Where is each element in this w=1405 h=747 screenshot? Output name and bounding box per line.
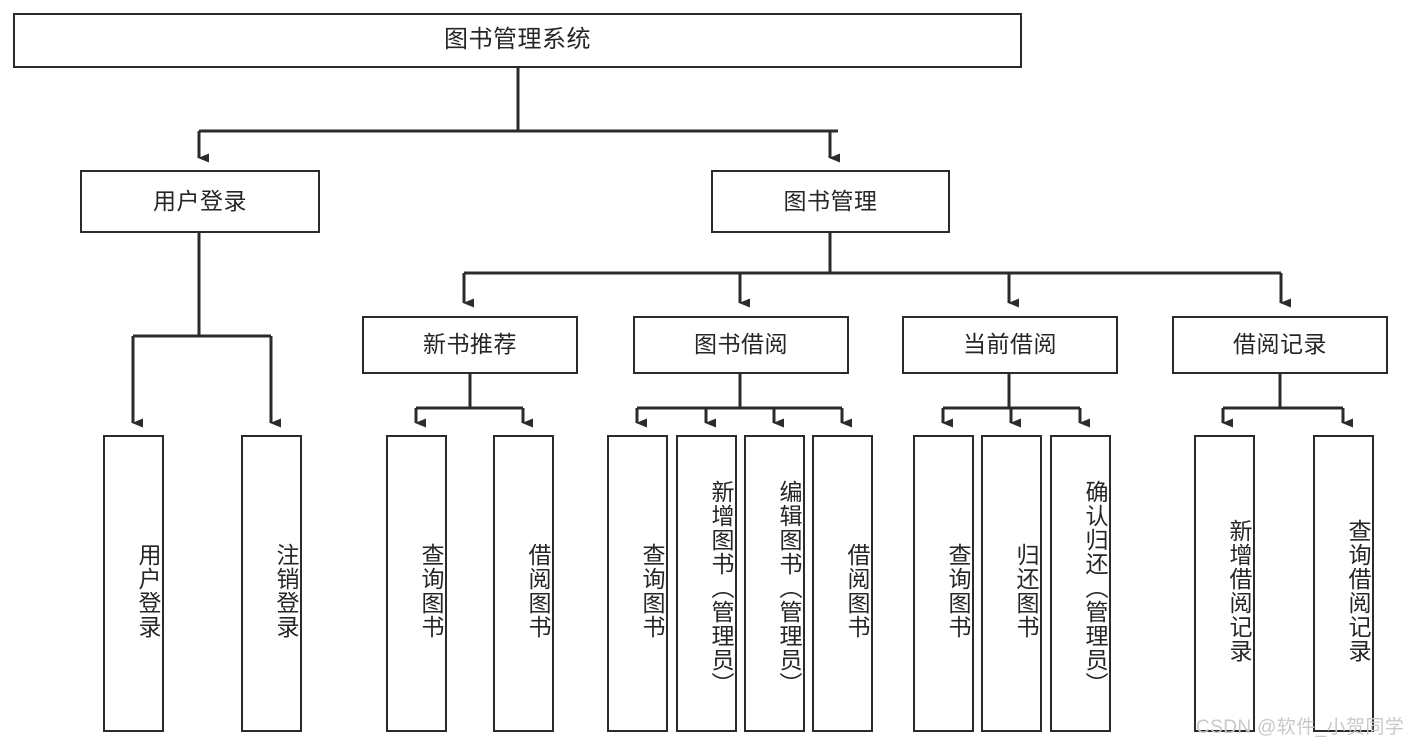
node-root-book-management-system[interactable]: 图书管理系统 xyxy=(13,13,1022,68)
node-label: 新增借阅记录 xyxy=(1226,518,1252,663)
leaf-user-login-login[interactable]: 用户登录 xyxy=(103,435,164,732)
node-new-book-recommend[interactable]: 新书推荐 xyxy=(362,316,578,374)
leaf-book-borrow-query-book[interactable]: 查询图书 xyxy=(607,435,668,732)
leaf-new-book-borrow-book[interactable]: 借阅图书 xyxy=(493,435,554,732)
node-label: 用户登录 xyxy=(153,187,247,214)
node-label: 图书借阅 xyxy=(694,331,788,358)
node-book-borrow[interactable]: 图书借阅 xyxy=(633,316,849,374)
leaf-book-borrow-borrow-book[interactable]: 借阅图书 xyxy=(812,435,873,732)
node-label: 借阅图书 xyxy=(844,542,870,639)
node-user-login[interactable]: 用户登录 xyxy=(80,170,320,233)
node-borrow-record[interactable]: 借阅记录 xyxy=(1172,316,1388,374)
node-label: 归还图书 xyxy=(1013,542,1039,639)
node-current-borrow[interactable]: 当前借阅 xyxy=(902,316,1118,374)
node-label: 当前借阅 xyxy=(963,331,1057,358)
node-label: 编辑图书（管理员） xyxy=(776,479,802,696)
leaf-user-login-logout[interactable]: 注销登录 xyxy=(241,435,302,732)
leaf-current-borrow-return-book[interactable]: 归还图书 xyxy=(981,435,1042,732)
leaf-borrow-record-add-record[interactable]: 新增借阅记录 xyxy=(1194,435,1255,732)
csdn-watermark: CSDN @软件_小贺同学 xyxy=(1196,717,1405,738)
node-label: 借阅记录 xyxy=(1233,331,1327,358)
leaf-borrow-record-query-record[interactable]: 查询借阅记录 xyxy=(1313,435,1374,732)
node-label: 查询借阅记录 xyxy=(1345,518,1371,663)
leaf-current-borrow-confirm-return-admin[interactable]: 确认归还（管理员） xyxy=(1050,435,1111,732)
node-label: 注销登录 xyxy=(273,542,299,639)
leaf-current-borrow-query-book[interactable]: 查询图书 xyxy=(913,435,974,732)
node-label: 查询图书 xyxy=(639,542,665,639)
node-label: 用户登录 xyxy=(135,542,161,639)
node-label: 图书管理 xyxy=(783,187,878,214)
leaf-book-borrow-add-book-admin[interactable]: 新增图书（管理员） xyxy=(676,435,737,732)
node-label: 查询图书 xyxy=(418,542,444,639)
leaf-book-borrow-edit-book-admin[interactable]: 编辑图书（管理员） xyxy=(744,435,805,732)
node-label: 查询图书 xyxy=(945,542,971,639)
node-label: 图书管理系统 xyxy=(444,26,591,54)
node-label: 借阅图书 xyxy=(525,542,551,639)
node-book-management[interactable]: 图书管理 xyxy=(711,170,950,233)
node-label: 新增图书（管理员） xyxy=(708,479,734,696)
leaf-new-book-query-book[interactable]: 查询图书 xyxy=(386,435,447,732)
node-label: 确认归还（管理员） xyxy=(1082,479,1108,696)
node-label: 新书推荐 xyxy=(423,331,517,358)
